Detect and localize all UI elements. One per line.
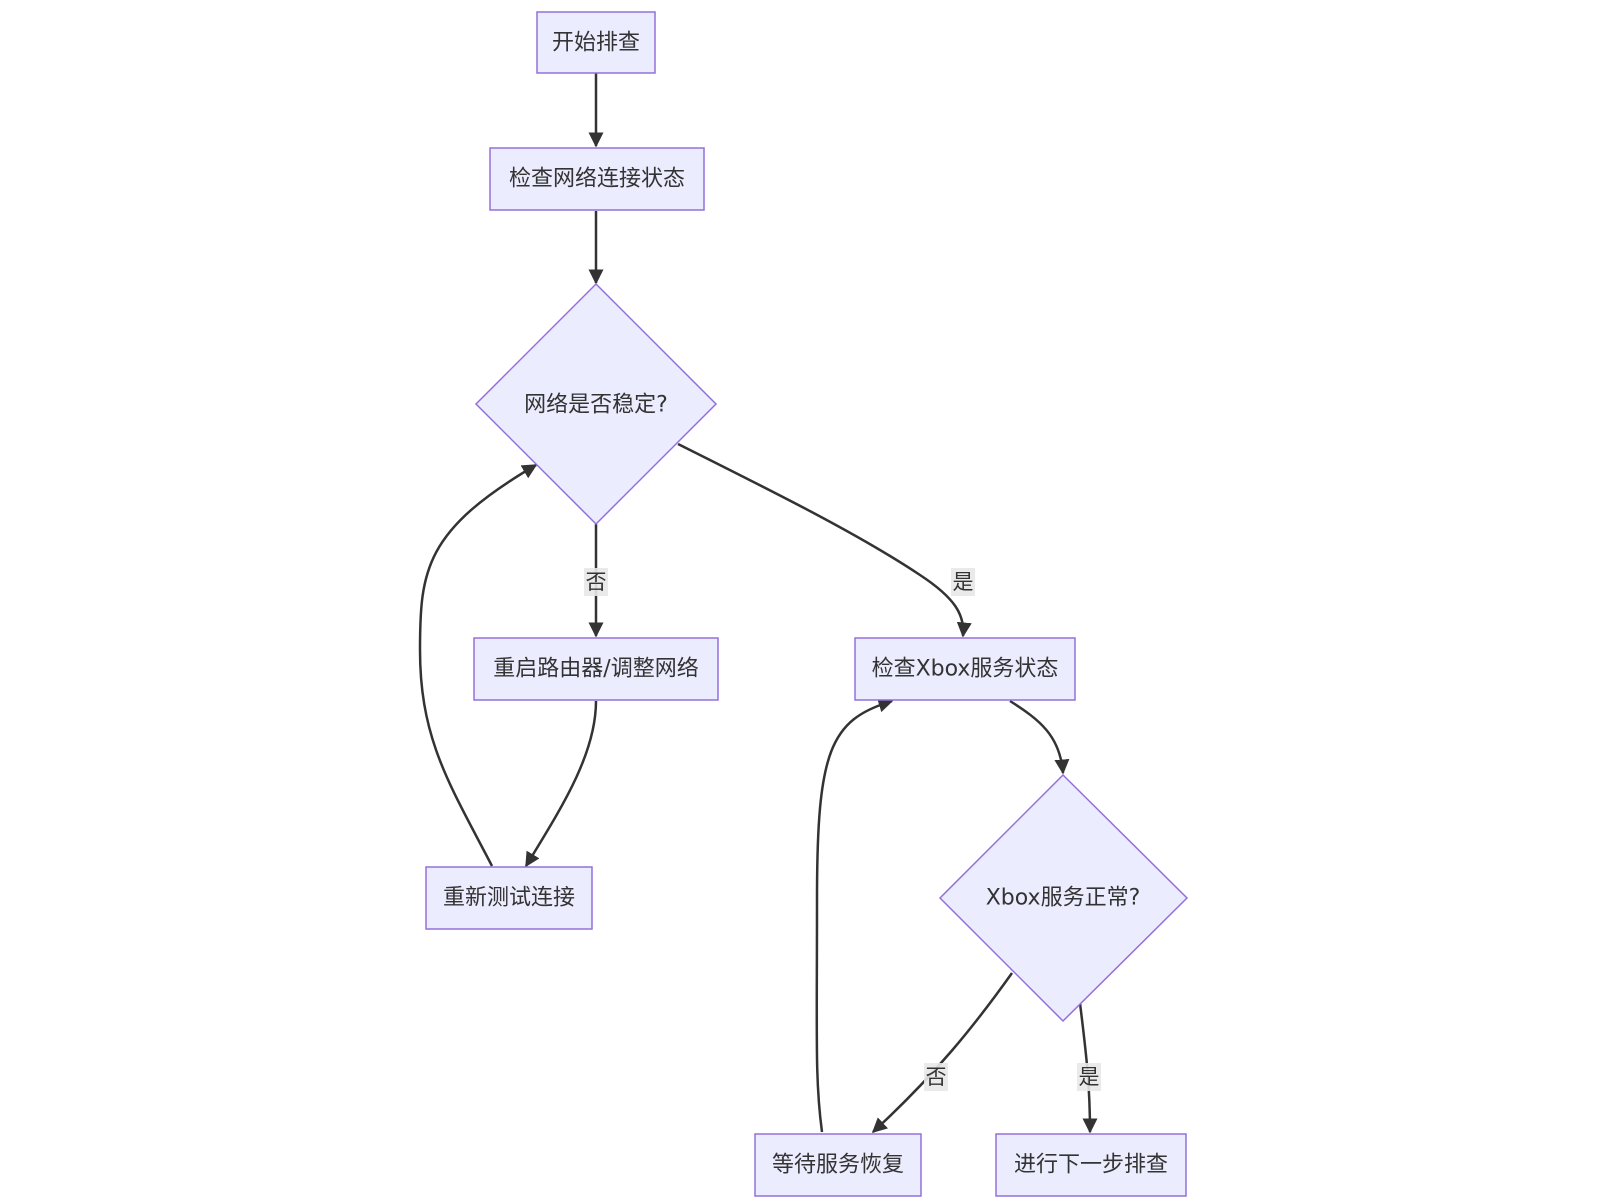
edge-label-xbox-no: 否 — [924, 1063, 948, 1091]
edge-check-xbox-to-ok — [1009, 699, 1070, 775]
edge-label-network-no: 否 — [584, 568, 608, 596]
node-check-xbox: 检查Xbox服务状态 — [854, 637, 1076, 701]
node-retest-label: 重新测试连接 — [443, 886, 575, 911]
edge-retest-to-stable — [418, 463, 538, 867]
node-xbox-ok-label: Xbox服务正常? — [986, 886, 1141, 911]
edge-ok-no-to-wait — [871, 972, 1014, 1134]
edge-label-xbox-no-text: 否 — [926, 1065, 947, 1089]
edge-label-xbox-yes-text: 是 — [1079, 1065, 1100, 1089]
edge-label-network-yes: 是 — [951, 568, 975, 596]
node-restart-router-label: 重启路由器/调整网络 — [493, 657, 698, 682]
node-check-xbox-label: 检查Xbox服务状态 — [872, 657, 1059, 682]
node-next-step: 进行下一步排查 — [995, 1133, 1187, 1197]
edge-label-network-yes-text: 是 — [953, 570, 974, 594]
node-next-step-label: 进行下一步排查 — [1014, 1153, 1168, 1178]
node-xbox-ok: Xbox服务正常? — [938, 773, 1189, 1023]
edge-stable-yes-to-check-xbox — [677, 442, 972, 638]
edge-label-network-no-text: 否 — [586, 570, 607, 594]
node-restart-router: 重启路由器/调整网络 — [473, 637, 719, 701]
node-wait-service: 等待服务恢复 — [754, 1133, 922, 1197]
node-start: 开始排查 — [536, 11, 656, 74]
node-network-stable: 网络是否稳定? — [474, 282, 718, 526]
edge-label-xbox-yes: 是 — [1077, 1063, 1101, 1091]
node-start-label: 开始排查 — [552, 31, 640, 56]
node-check-network: 检查网络连接状态 — [489, 147, 705, 211]
node-network-stable-label: 网络是否稳定? — [524, 393, 668, 418]
node-wait-service-label: 等待服务恢复 — [772, 1153, 904, 1178]
edge-wait-to-check-xbox — [815, 697, 894, 1133]
node-retest: 重新测试连接 — [425, 866, 593, 930]
edge-restart-to-retest — [524, 700, 598, 868]
edges — [418, 73, 1098, 1134]
node-check-network-label: 检查网络连接状态 — [509, 167, 685, 192]
